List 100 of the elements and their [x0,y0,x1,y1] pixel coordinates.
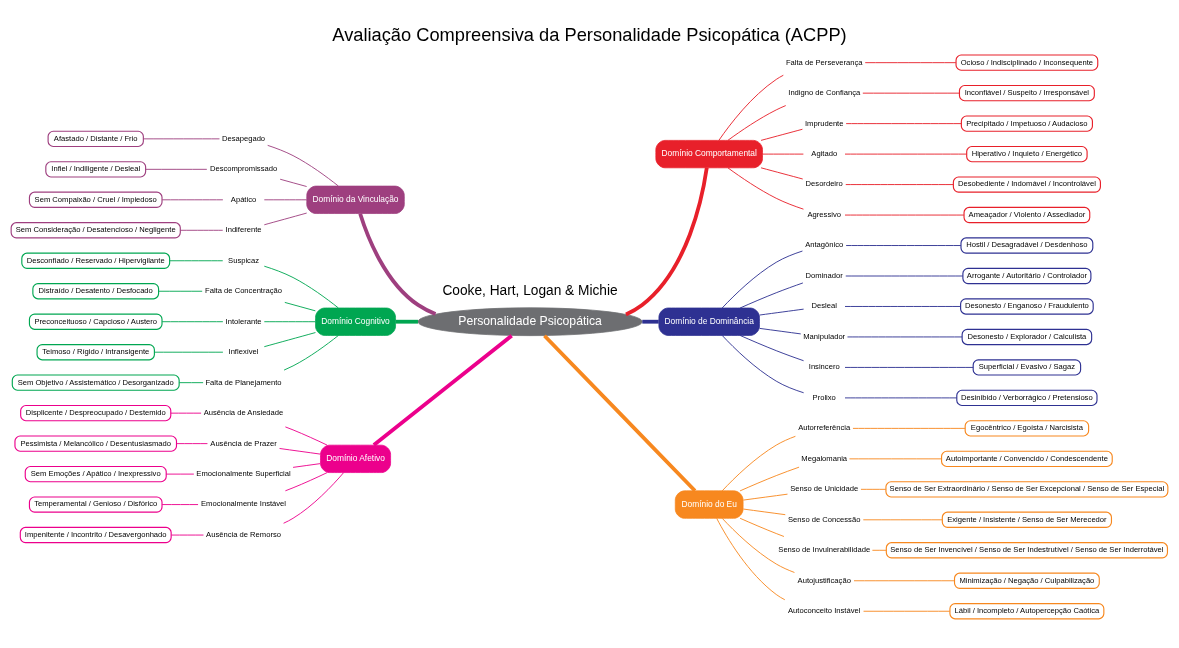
connector [760,128,803,141]
connector [263,265,339,309]
node-text: Agressivo [807,209,841,219]
connector [721,517,795,573]
connector [844,214,965,216]
node-text: Desleal [811,301,837,311]
connector [263,212,308,226]
connector [845,184,954,186]
node-box: Sem Compaixão / Cruel / Impiedoso [28,191,163,208]
connector [844,153,967,155]
connector [721,435,796,492]
connector [862,519,943,521]
node-box: Domínio da Vinculação [306,185,405,214]
connector [760,167,804,180]
node-text: Antagônico [805,240,844,250]
connector [759,327,802,335]
connector [170,412,202,414]
connector [739,466,800,492]
connector [844,397,958,399]
node-text: Descompromissado [209,164,278,174]
node-text: Imprudente [804,118,844,128]
connector [860,488,887,490]
connector [161,504,199,506]
node-box: Sem Consideração / Desatencioso / Negligente [10,222,181,239]
node-text: Apático [230,194,257,204]
node-box: Distraído / Desatento / Desfocado [32,283,160,300]
node-box: Desonesto / Enganoso / Fraudulento [960,298,1094,315]
connector [721,250,803,309]
node-box: Desobediente / Indomável / Incontrolável [952,176,1101,193]
connector [178,382,204,384]
node-box: Domínio Cognitivo [315,307,396,336]
diagram-title: Avaliação Compreensiva da Personalidade Psicopática (ACPP) [332,23,847,45]
node-text: Autorreferência [798,423,851,433]
connector [176,443,208,445]
connector [863,610,951,612]
connector [844,366,974,368]
node-box: Inconfiável / Suspeito / Irresponsável [958,84,1095,102]
connector [279,448,321,455]
node-text: Falta de Planejamento [205,377,282,387]
connector [372,334,513,447]
connector [718,74,784,141]
connector [170,534,204,536]
node-box: Senso de Ser Invencível / Senso de Ser Indestrutível / Senso de Ser Inderrotável [885,542,1169,559]
node-box: Ameaçador / Violento / Assediador [963,206,1091,224]
connector [727,105,787,141]
node-box: Pessimista / Melancólico / Desentusiasmado [14,435,178,452]
connector [642,319,659,324]
node-text: Emocionalmente Superficial [196,469,291,478]
connector [263,321,316,323]
node-box: Senso de Ser Extraordinário / Senso de Ser Excepcional / Senso de Ser Especial [885,481,1169,498]
connector [543,334,697,493]
connector [283,335,339,371]
node-text: Indigno de Confiança [788,88,861,98]
connector [263,199,308,201]
connector [154,351,224,353]
connector [742,508,786,516]
node-box: Temperamental / Genioso / Disfórico [28,496,163,513]
node-box: Autoimportante / Convencido / Condescendente [941,450,1113,468]
connector [292,463,321,468]
connector [864,62,957,64]
node-text: Falta de Perseverança [785,57,863,67]
connector [762,153,804,155]
node-text: Ausência de Prazer [210,438,277,448]
connector [739,517,785,537]
node-box: Domínio Afetivo [320,444,391,473]
node-box: Desconfiado / Reservado / Hipervigilante [21,252,171,269]
node-text: Autojustificação [797,575,851,585]
connector [739,282,804,309]
node-box: Hiperativo / Inquieto / Energético [966,145,1088,163]
connector [721,335,805,394]
connector [739,334,805,362]
node-text: Ausência de Remorso [206,529,281,539]
node-box: Egocêntrico / Egoísta / Narcisista [964,420,1090,437]
connector [161,321,224,323]
connector [847,336,963,338]
node-text: Intolerante [225,316,262,326]
node-box: Desinibido / Verborrágico / Pretensioso [956,389,1098,407]
node-box: Sem Emoções / Apático / Inexpressivo [24,465,167,483]
connector [283,472,345,524]
node-box: Sem Objetivo / Assistemático / Desorganizado [11,374,180,391]
connector [849,458,942,460]
node-text: Inflexível [228,347,259,357]
connector [165,473,195,475]
node-text: Agitado [811,149,838,158]
node-box: Arrogante / Autoritário / Controlador [962,267,1092,285]
node-box: Minimização / Negação / Culpabilização [953,572,1100,589]
node-ellipse: Personalidade Psicopática [417,307,643,336]
node-text: Prolixo [812,392,836,402]
node-box: Impenitente / Incontrito / Desavergonhado [19,526,172,544]
node-text: Insincero [808,362,840,372]
connector [279,178,308,187]
node-text: Autoconceito Instável [788,606,861,616]
connector [862,92,960,94]
connector [716,518,786,601]
node-box: Hostil / Desagradável / Desdenhoso [960,237,1094,254]
connector [395,319,418,324]
node-box: Exigente / Insistente / Senso de Ser Merecedor [941,511,1113,528]
connector [625,167,709,317]
node-text: Desapegado [221,133,266,143]
node-text: Emocionalmente Instável [201,499,287,509]
